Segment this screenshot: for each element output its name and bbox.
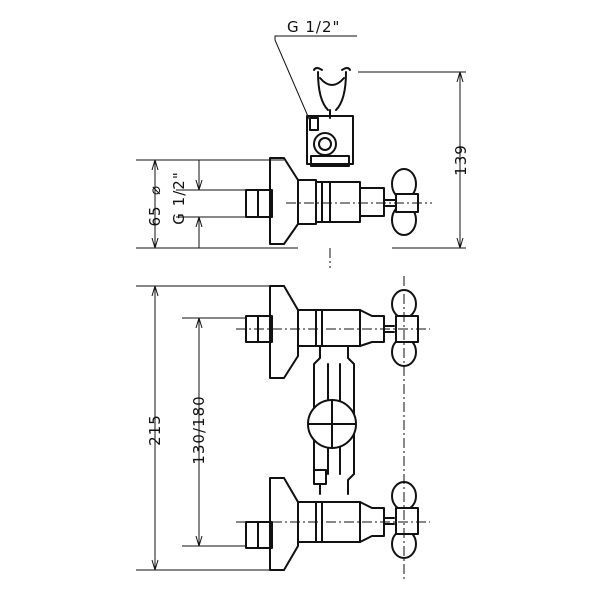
lower-flange <box>269 477 299 571</box>
height-215-label: 215 <box>146 414 164 446</box>
centers-label: 130/180 <box>190 395 208 464</box>
offset-65-label: 65 <box>146 205 164 226</box>
thread-leader-line <box>274 35 357 129</box>
upper-flange <box>269 285 299 379</box>
thread-top-label: G 1/2" <box>287 18 340 36</box>
thread-side-label: G 1/2" <box>170 171 188 224</box>
dimension-centers: 130/180 <box>182 317 246 547</box>
wall-inlet <box>245 189 273 218</box>
diameter-symbol: ⌀ <box>146 185 164 195</box>
dimension-215: 215 <box>136 285 270 571</box>
dimension-65: 65 <box>136 159 298 249</box>
front-view: 215 130/180 <box>136 276 430 580</box>
shower-holder <box>313 67 351 119</box>
mixer-body <box>297 179 397 225</box>
side-view: G 1/2" <box>136 18 470 268</box>
lower-inlet <box>245 477 317 571</box>
height-139-label: 139 <box>452 144 470 176</box>
lower-valve <box>315 481 419 559</box>
dimension-139: 139 <box>358 71 470 249</box>
upper-valve <box>315 289 419 367</box>
mixer-column <box>307 345 357 495</box>
upper-inlet <box>245 285 317 379</box>
dimension-thread: ⌀ G 1/2" <box>146 160 246 248</box>
shower-connector <box>306 115 354 167</box>
wall-flange <box>269 157 299 245</box>
cross-handle-side <box>391 168 419 236</box>
